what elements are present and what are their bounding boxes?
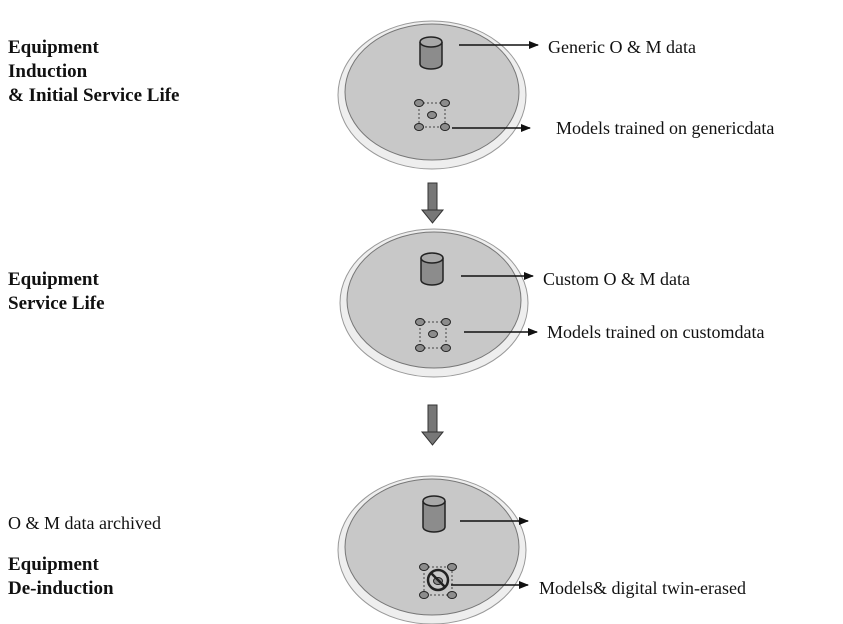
stage-1-label: Equipment Induction & Initial Service Li… — [8, 36, 180, 108]
stage-3-label: Equipment De-induction — [8, 553, 114, 601]
stage-1-models-label: Models trained on genericdata — [556, 118, 775, 138]
stage-1-disc — [337, 20, 527, 170]
stage-1-label-line-3: & Initial Service Life — [8, 85, 180, 106]
down-arrow-icon — [420, 182, 445, 224]
stage-3-label-line-2: De-induction — [8, 578, 114, 599]
stage-2-label: Equipment Service Life — [8, 268, 105, 316]
database-icon — [422, 495, 446, 533]
stage-1-data-label: Generic O & M data — [548, 37, 696, 57]
stage-2-models-label: Models trained on customdata — [547, 322, 765, 342]
database-icon — [420, 252, 444, 286]
stage-2-data-label: Custom O & M data — [543, 269, 690, 289]
stage-2-label-line-2: Service Life — [8, 293, 105, 314]
stage-3-disc — [337, 475, 527, 624]
stage-2-label-line-1: Equipment — [8, 269, 99, 290]
down-arrow-icon — [420, 404, 445, 446]
stage-3-label-line-1: Equipment — [8, 554, 99, 575]
stage-1-label-line-2: Induction — [8, 61, 88, 82]
stage-2-disc — [339, 228, 529, 378]
prohibited-icon — [426, 568, 450, 592]
database-icon — [419, 36, 443, 70]
stage-3-models-label: Models& digital twin-erased — [539, 578, 746, 598]
stage-1-label-line-1: Equipment — [8, 37, 99, 58]
model-network-icon — [415, 318, 451, 352]
model-network-icon — [414, 99, 450, 131]
archive-note: O & M data archived — [8, 513, 161, 533]
